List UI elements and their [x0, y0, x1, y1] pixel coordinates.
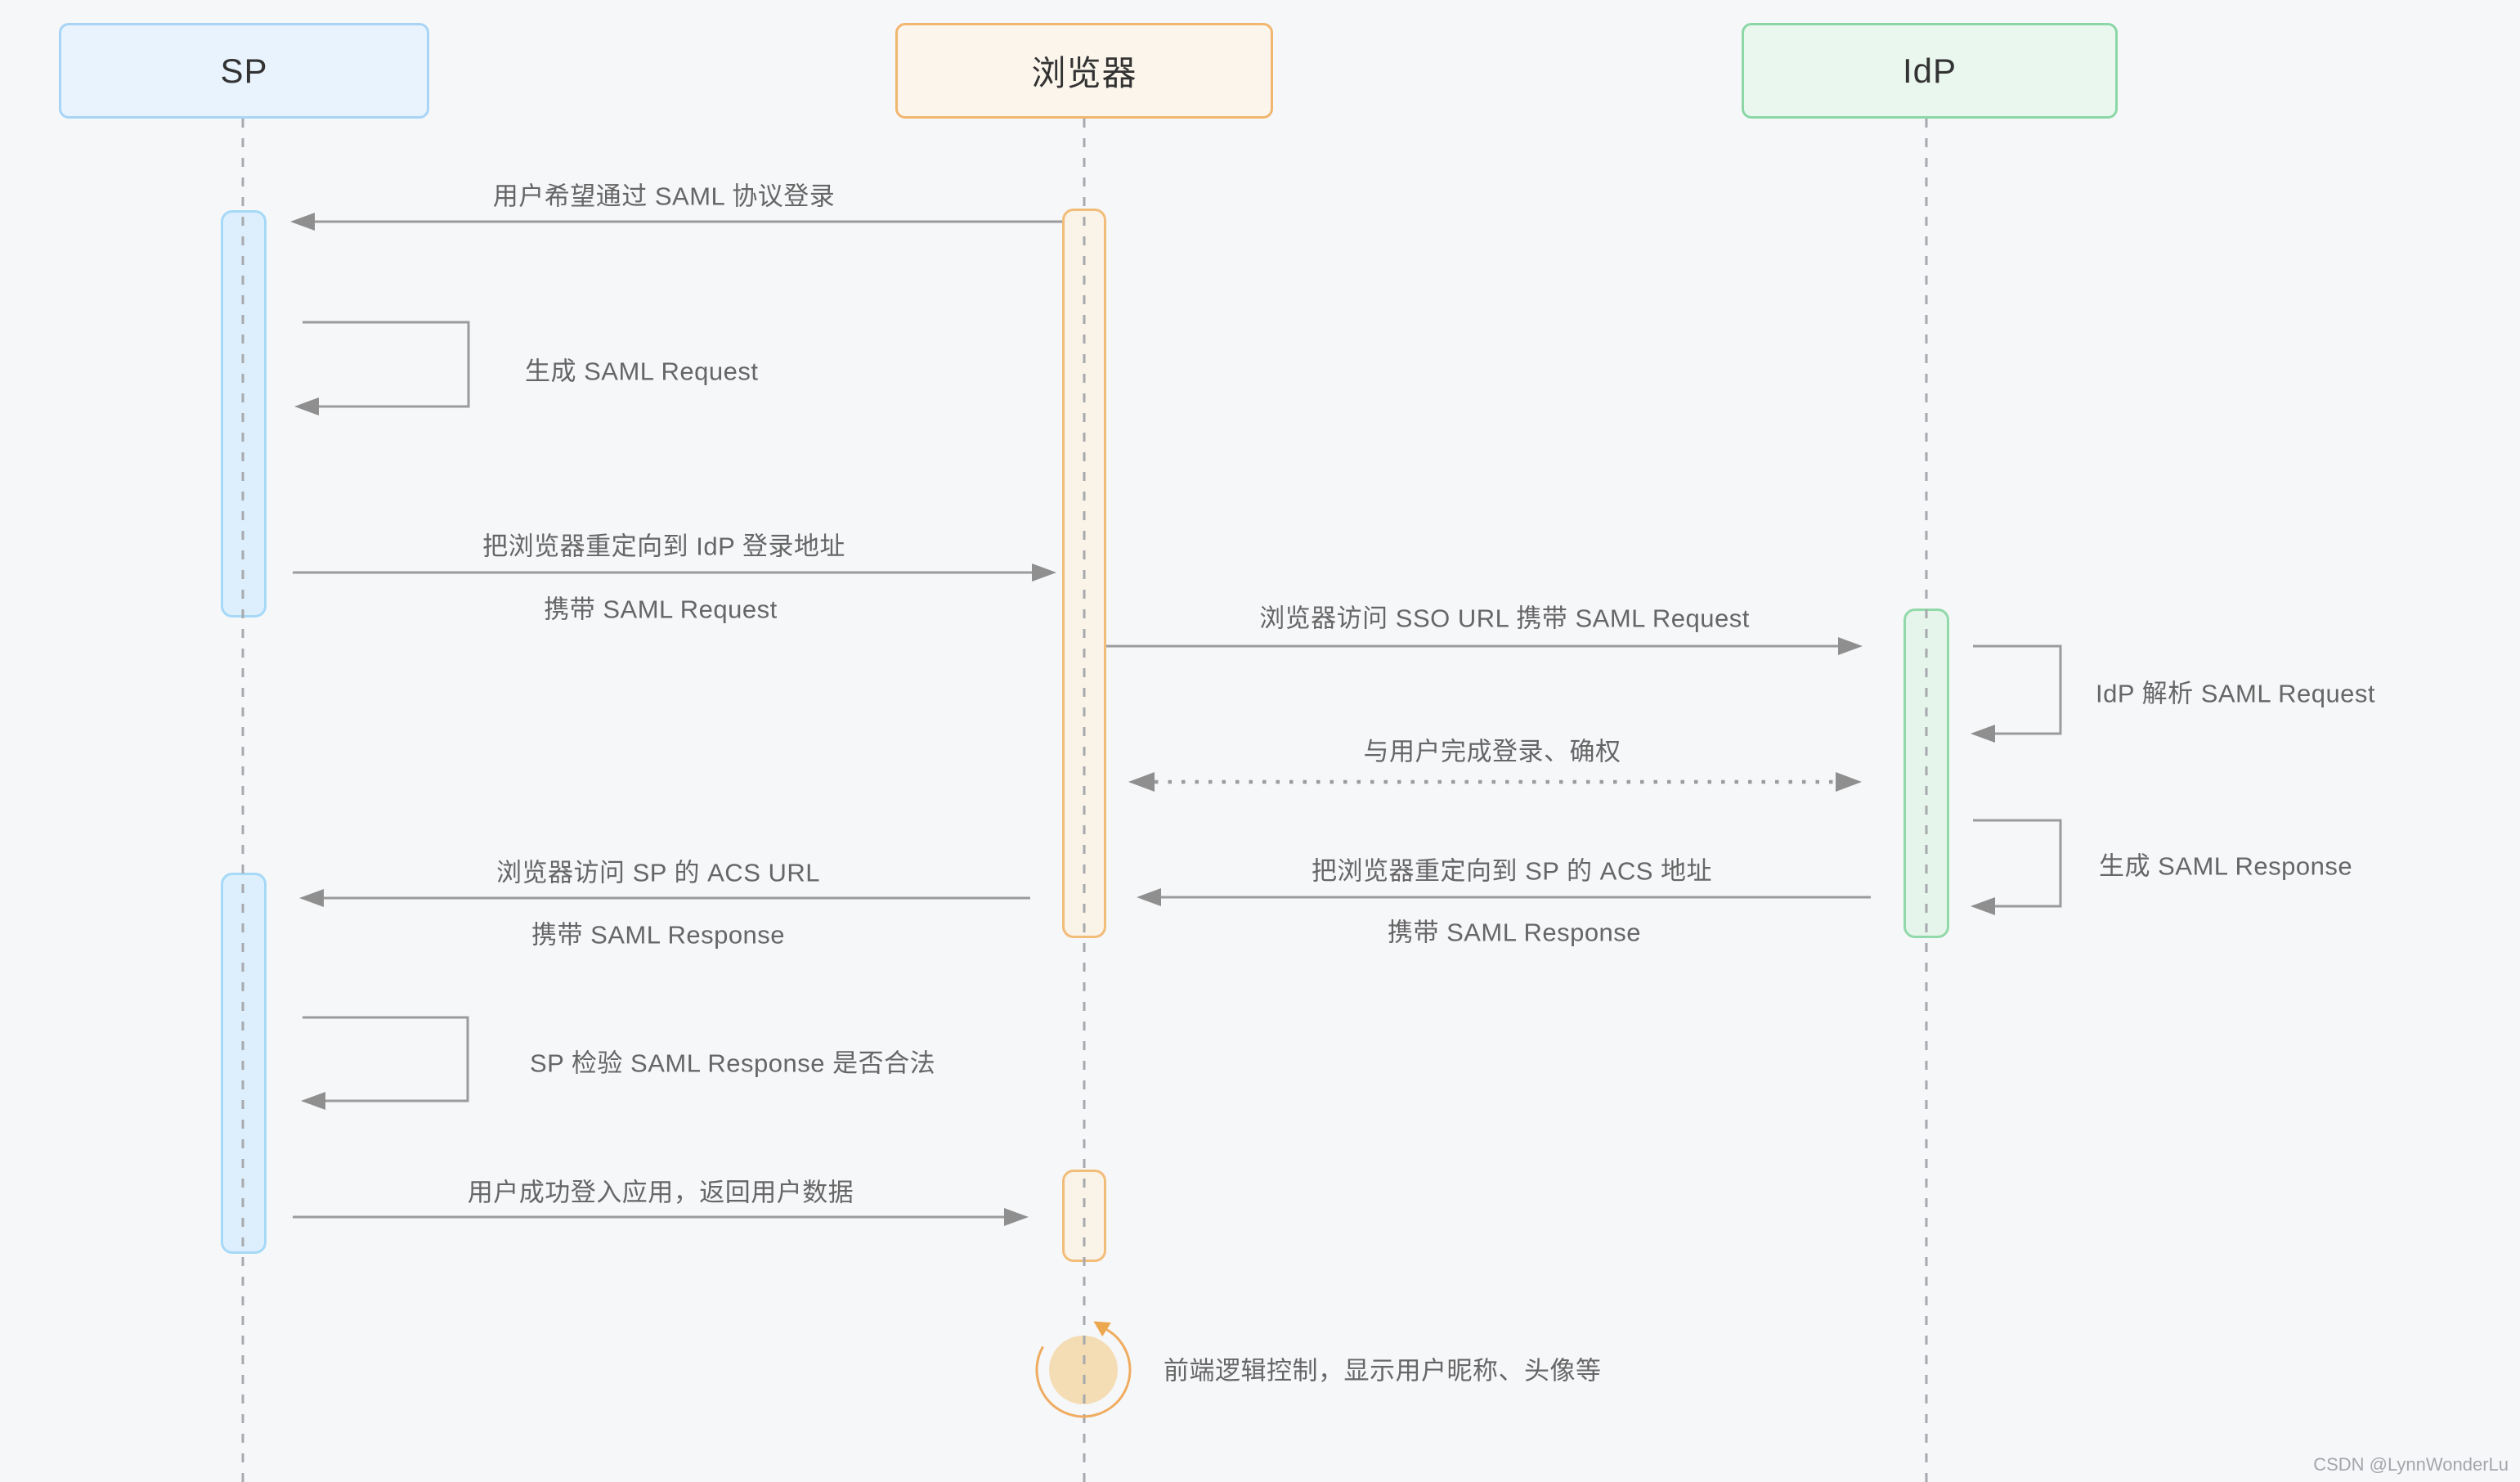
arrow-redirect-to-sp — [1137, 888, 1871, 906]
message-label-generate-saml-request: 生成 SAML Request — [525, 357, 759, 386]
message-label-login-request: 用户希望通过 SAML 协议登录 — [492, 182, 836, 211]
message-label-login-success: 用户成功登入应用，返回用户数据 — [467, 1178, 854, 1207]
message-label-generate-saml-response: 生成 SAML Response — [2099, 851, 2353, 881]
actor-label-browser: 浏览器 — [1031, 54, 1137, 92]
message-label-frontend-logic: 前端逻辑控制，显示用户昵称、头像等 — [1164, 1356, 1602, 1385]
self-loop-generate-saml-request — [294, 321, 470, 415]
arrow-login-request — [290, 213, 1062, 231]
actor-box-sp: SP — [59, 23, 429, 119]
frontend-cycle-icon — [1049, 1336, 1118, 1404]
message-label-visit-sso-url: 浏览器访问 SSO URL 携带 SAML Request — [1259, 604, 1750, 633]
watermark: CSDN @LynnWonderLu — [2313, 1454, 2509, 1475]
message-label-sp-verify-response: SP 检验 SAML Response 是否合法 — [530, 1049, 936, 1078]
arrow-redirect-to-idp — [293, 564, 1056, 582]
arrow-visit-acs-url — [299, 889, 1030, 907]
arrow-user-login-confirm — [1128, 772, 1862, 792]
arrow-login-success — [293, 1208, 1029, 1226]
self-loop-generate-saml-response — [1971, 819, 2062, 915]
message-label-redirect-to-idp-1: 把浏览器重定向到 IdP 登录地址 — [482, 532, 845, 561]
message-label-visit-acs-url-2: 携带 SAML Response — [531, 920, 786, 950]
message-label-idp-parse-request: IdP 解析 SAML Request — [2096, 679, 2376, 708]
refresh-cycle-icon — [1035, 1321, 1132, 1418]
actor-label-idp: IdP — [1902, 51, 1957, 90]
message-label-redirect-to-sp-1: 把浏览器重定向到 SP 的 ACS 地址 — [1312, 856, 1712, 886]
message-label-visit-acs-url-1: 浏览器访问 SP 的 ACS URL — [496, 858, 820, 887]
self-loop-idp-parse-request — [1971, 644, 2062, 743]
actor-label-sp: SP — [220, 51, 268, 90]
actor-box-browser: 浏览器 — [895, 23, 1273, 119]
message-label-redirect-to-sp-2: 携带 SAML Response — [1387, 918, 1642, 947]
message-label-redirect-to-idp-2: 携带 SAML Request — [544, 595, 778, 624]
message-label-user-login-confirm: 与用户完成登录、确权 — [1363, 737, 1621, 766]
actor-box-idp: IdP — [1742, 23, 2118, 119]
arrow-visit-sso-url — [1106, 637, 1863, 655]
self-loop-sp-verify-response — [301, 1016, 469, 1110]
activation-bar-browser-2 — [1062, 1170, 1106, 1262]
